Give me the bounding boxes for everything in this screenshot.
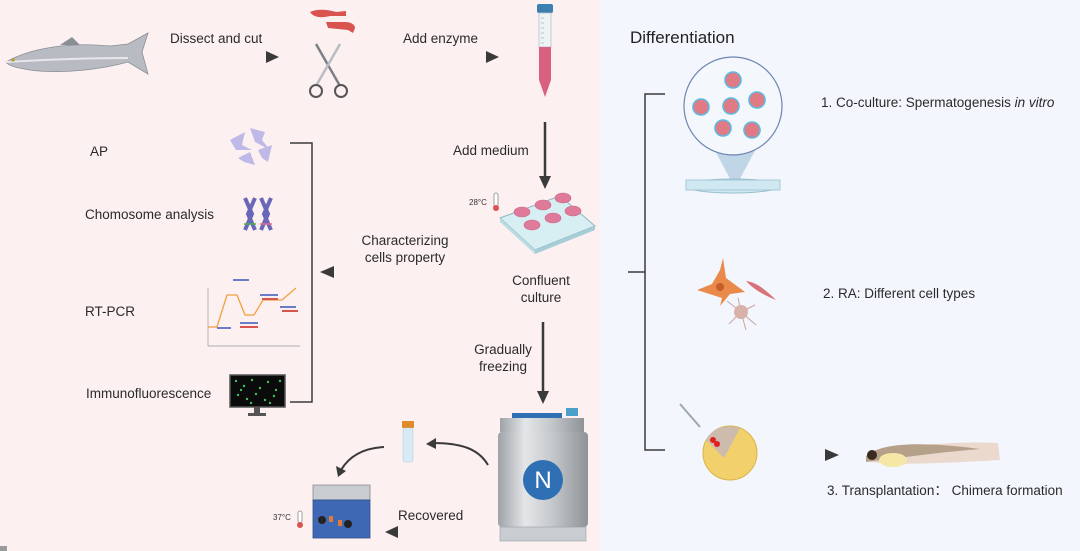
arrow-transplantation xyxy=(772,449,839,461)
well-plate-icon xyxy=(499,192,596,254)
characterizing-line-1: Characterizing xyxy=(361,233,449,248)
label-transplantation: 3. Transplantation： Chimera formation xyxy=(827,483,1063,498)
zebrafish-larva-icon xyxy=(866,442,1000,467)
label-gradually-freezing: Gradually freezing xyxy=(466,341,540,375)
falcon-tube-icon xyxy=(537,4,553,97)
ln2-badge-letter: N xyxy=(534,467,552,494)
arrow-enzyme xyxy=(386,51,499,63)
differentiated-cells-icon xyxy=(697,258,776,331)
cryovial-icon xyxy=(402,421,414,463)
label-immunofluorescence: Immunofluorescence xyxy=(86,386,212,401)
arrow-dissect xyxy=(168,51,279,63)
arrow-vial-to-waterbath xyxy=(336,446,385,477)
fluorescence-monitor-icon xyxy=(229,374,286,416)
pcr-temperature-profile-icon xyxy=(207,279,300,347)
confluent-line-1: Confluent xyxy=(512,273,570,288)
freezing-line-2: freezing xyxy=(478,359,528,374)
arrow-freezing xyxy=(537,322,549,404)
waterbath-temperature: 37°C xyxy=(273,513,291,522)
differentiation-panel xyxy=(600,0,1080,551)
culture-temperature: 28°C xyxy=(469,198,487,207)
arrow-recovered xyxy=(385,526,475,538)
co-culture-dish-icon xyxy=(683,56,783,194)
characterization-bracket xyxy=(290,142,313,403)
liquid-nitrogen-tank-icon xyxy=(498,408,588,542)
water-bath-icon xyxy=(312,484,371,539)
label-add-medium: Add medium xyxy=(453,143,529,158)
co-culture-text: 1. Co-culture: Spermatogenesis xyxy=(821,95,1015,110)
label-confluent-culture: Confluent culture xyxy=(502,272,580,306)
label-recovered: Recovered xyxy=(398,508,464,523)
label-rt-pcr: RT-PCR xyxy=(85,304,136,319)
label-dissect-and-cut: Dissect and cut xyxy=(170,31,263,46)
label-ra-cell-types: 2. RA: Different cell types xyxy=(823,286,976,301)
label-ap: AP xyxy=(90,144,109,159)
label-co-culture: 1. Co-culture: Spermatogenesis in vitro xyxy=(821,94,1054,111)
confluent-line-2: culture xyxy=(520,290,562,305)
chromosome-icon xyxy=(243,197,273,231)
in-vitro-text: in vitro xyxy=(1014,95,1055,110)
arrow-add-medium xyxy=(539,122,551,189)
characterizing-line-2: cells property xyxy=(364,250,446,265)
thermometer-icon xyxy=(493,192,499,211)
thermometer-icon xyxy=(297,510,303,528)
arrow-characterizing xyxy=(320,266,460,278)
scissors-icon xyxy=(309,43,348,98)
embryo-injection-icon xyxy=(679,403,758,481)
salmon-icon xyxy=(5,32,149,75)
corner-mark xyxy=(0,546,7,551)
differentiation-bracket xyxy=(628,93,665,451)
freezing-line-1: Gradually xyxy=(474,342,532,357)
differentiation-title: Differentiation xyxy=(630,28,735,47)
tissue-pieces-icon xyxy=(310,9,355,33)
label-chromosome-analysis: Chomosome analysis xyxy=(85,207,215,222)
label-characterizing: Characterizing cells property xyxy=(350,232,460,266)
label-add-enzyme: Add enzyme xyxy=(403,31,479,46)
ap-stained-cells-icon xyxy=(230,128,272,165)
arrow-thaw-to-vial xyxy=(426,438,489,466)
